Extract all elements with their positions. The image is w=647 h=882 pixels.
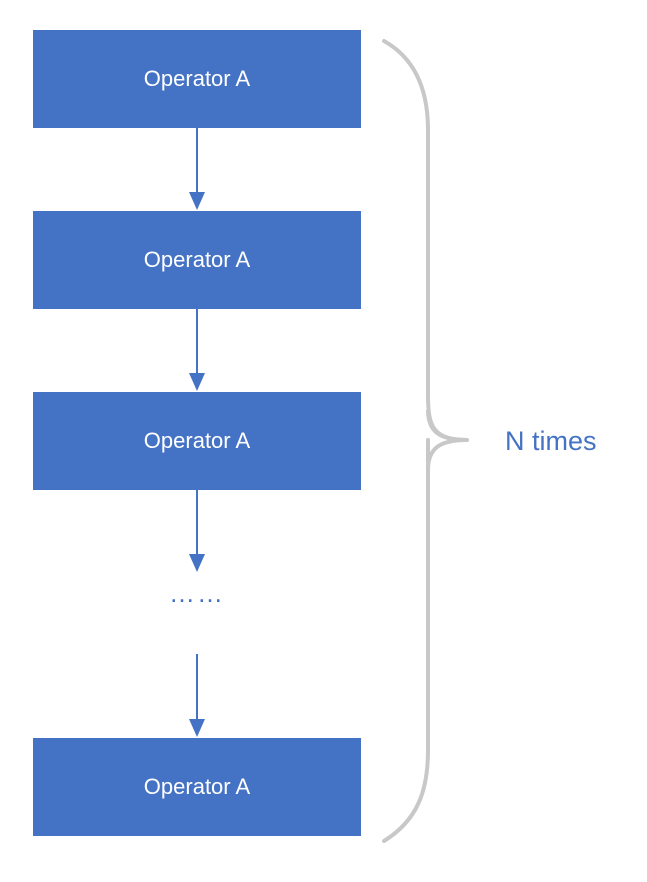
operator-node-2: Operator A (33, 211, 361, 309)
arrow-1 (189, 128, 205, 210)
operator-node-label: Operator A (143, 66, 251, 91)
operator-node-4: Operator A (33, 738, 361, 836)
ellipsis-dots: …… (169, 578, 225, 608)
operator-node-label: Operator A (143, 774, 251, 799)
arrow-4 (189, 654, 205, 737)
arrow-3 (189, 490, 205, 572)
operator-node-3: Operator A (33, 392, 361, 490)
arrow-2 (189, 309, 205, 391)
repeat-count-label: N times (505, 426, 597, 456)
right-brace (382, 39, 469, 843)
operator-node-label: Operator A (143, 247, 251, 272)
operator-node-label: Operator A (143, 428, 251, 453)
operator-node-1: Operator A (33, 30, 361, 128)
